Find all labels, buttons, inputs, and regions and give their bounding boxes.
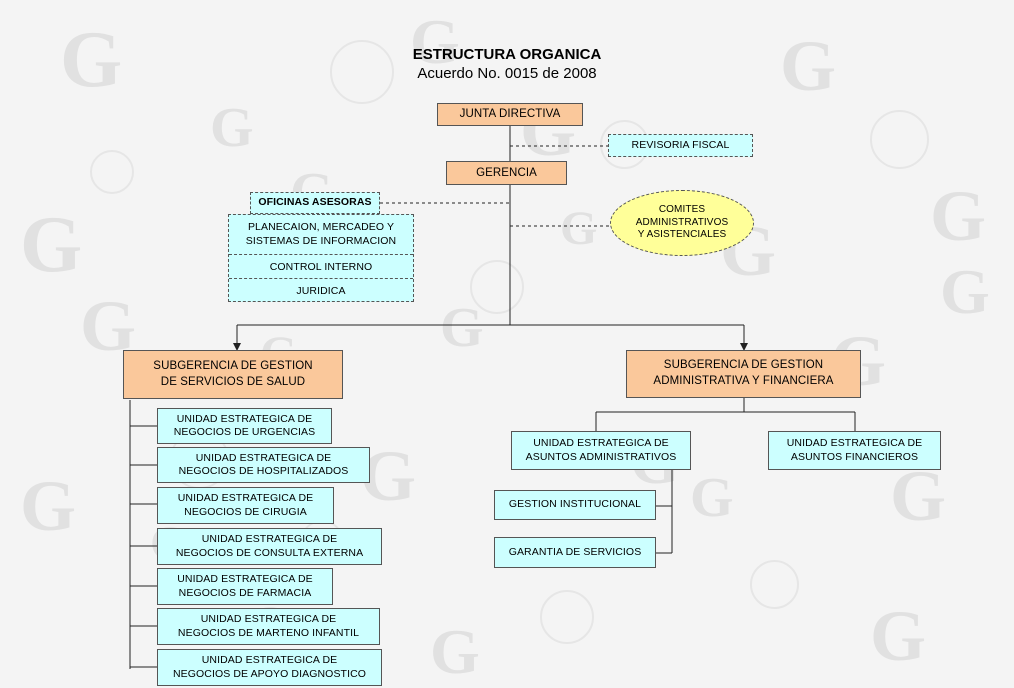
health-unit-line-2: NEGOCIOS DE MARTENO INFANTIL	[177, 626, 360, 639]
planeacion-line-2: SISTEMAS DE INFORMACION	[245, 234, 397, 247]
node-comites: COMITES ADMINISTRATIVOS Y ASISTENCIALES	[610, 190, 754, 256]
health-unit-line-1: UNIDAD ESTRATEGICA DE	[177, 492, 314, 505]
node-subgerencia-admin: SUBGERENCIA DE GESTION ADMINISTRATIVA Y …	[626, 350, 861, 398]
oficinas-label: OFICINAS ASESORAS	[258, 196, 372, 209]
node-revisoria-fiscal: REVISORIA FISCAL	[608, 134, 753, 157]
page-title: ESTRUCTURA ORGANICA	[412, 46, 602, 63]
health-unit-line-2: NEGOCIOS DE HOSPITALIZADOS	[178, 465, 349, 477]
ue-admin-line-2: ASUNTOS ADMINISTRATIVOS	[525, 450, 677, 463]
node-ue-asuntos-administrativos: UNIDAD ESTRATEGICA DE ASUNTOS ADMINISTRA…	[511, 431, 691, 470]
comites-line-2: ADMINISTRATIVOS	[635, 216, 729, 228]
comites-line-1: COMITES	[658, 204, 706, 216]
node-juridica: JURIDICA	[296, 285, 346, 297]
health-unit-line-1: UNIDAD ESTRATEGICA DE	[201, 533, 338, 546]
sub-admin-line-1: SUBGERENCIA DE GESTION	[663, 359, 824, 372]
health-unit-line-1: UNIDAD ESTRATEGICA DE	[200, 613, 337, 626]
health-unit-line-2: NEGOCIOS DE CONSULTA EXTERNA	[175, 546, 364, 559]
health-unit-line-2: NEGOCIOS DE APOYO DIAGNOSTICO	[172, 667, 367, 680]
node-oficinas-asesoras: OFICINAS ASESORAS	[250, 192, 380, 214]
sub-salud-line-1: SUBGERENCIA DE GESTION	[153, 359, 313, 372]
comites-line-3: Y ASISTENCIALES	[637, 229, 727, 241]
health-unit-line-1: UNIDAD ESTRATEGICA DE	[201, 654, 338, 667]
health-unit-line-2: NEGOCIOS DE CIRUGIA	[184, 505, 307, 518]
node-ue-asuntos-financieros: UNIDAD ESTRATEGICA DE ASUNTOS FINANCIERO…	[768, 431, 941, 470]
page-subtitle: Acuerdo No. 0015 de 2008	[417, 65, 597, 82]
planeacion-line-1: PLANECAION, MERCADEO Y	[247, 221, 395, 233]
divider	[229, 278, 413, 279]
health-unit-line-1: UNIDAD ESTRATEGICA DE	[176, 412, 313, 425]
node-subgerencia-salud: SUBGERENCIA DE GESTION DE SERVICIOS DE S…	[123, 350, 343, 399]
health-unit-line-1: UNIDAD ESTRATEGICA DE	[177, 573, 313, 586]
node-garantia-servicios: GARANTIA DE SERVICIOS	[494, 537, 656, 568]
health-unit-line-2: NEGOCIOS DE FARMACIA	[178, 586, 312, 599]
health-unit-line-2: NEGOCIOS DE URGENCIAS	[173, 426, 316, 438]
ue-fin-line-1: UNIDAD ESTRATEGICA DE	[786, 437, 923, 450]
sub-salud-line-2: DE SERVICIOS DE SALUD	[160, 375, 306, 388]
node-gerencia: GERENCIA	[446, 161, 567, 185]
health-unit-line-1: UNIDAD ESTRATEGICA DE	[195, 451, 332, 464]
node-junta-directiva: JUNTA DIRECTIVA	[437, 103, 583, 126]
ue-fin-line-2: ASUNTOS FINANCIEROS	[790, 450, 919, 463]
ue-admin-line-1: UNIDAD ESTRATEGICA DE	[533, 437, 669, 450]
sub-admin-line-2: ADMINISTRATIVA Y FINANCIERA	[653, 375, 834, 387]
node-planeacion: PLANECAION, MERCADEO Y SISTEMAS DE INFOR…	[229, 221, 413, 248]
node-oficinas-group: PLANECAION, MERCADEO Y SISTEMAS DE INFOR…	[228, 214, 414, 302]
node-gestion-institucional: GESTION INSTITUCIONAL	[494, 490, 656, 520]
node-control-interno: CONTROL INTERNO	[269, 261, 373, 273]
divider	[229, 254, 413, 255]
